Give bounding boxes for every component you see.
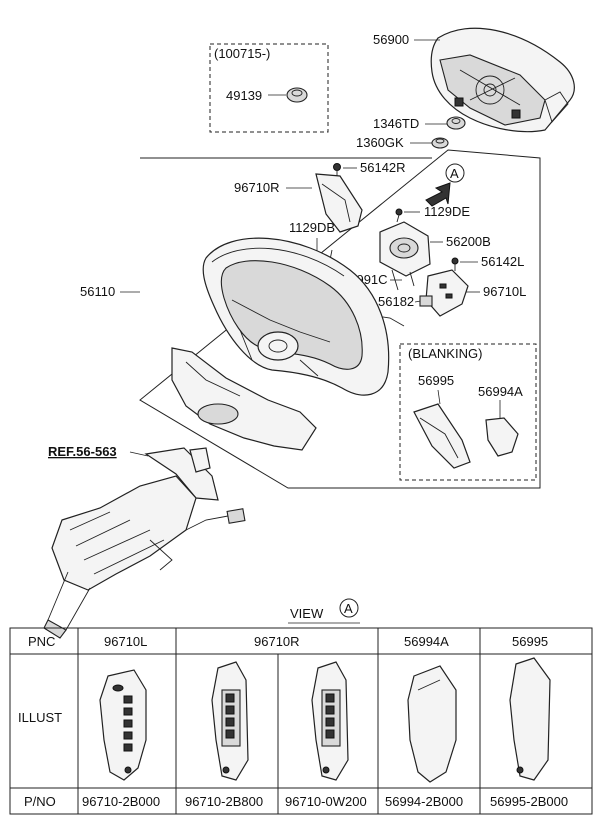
reference-label: REF.56-563 (48, 444, 117, 459)
part-number-cell: 96710-2B000 (82, 794, 160, 809)
nut-1360gk (431, 137, 449, 149)
view-label: VIEW (290, 606, 324, 621)
wheel-assembly-label: 56110 (80, 284, 115, 299)
lower-cover (171, 347, 317, 451)
view-a-marker: A (445, 163, 465, 183)
steering-wheel (202, 237, 390, 396)
blank-56994a-label: 56994A (478, 384, 523, 399)
parts-table (9, 627, 593, 815)
switch-96710r (315, 173, 363, 233)
part-number-cell: 96710-0W200 (285, 794, 367, 809)
nut-49139-label: 49139 (226, 88, 262, 103)
clock-spring (379, 221, 431, 291)
right-blank-icon (509, 657, 551, 781)
switch-96710l (425, 269, 469, 317)
right-switch-icon (211, 661, 249, 781)
screw-56142r-label: 56142R (360, 160, 406, 175)
view-header-letter: A (344, 601, 353, 616)
part-number-cell: 96710-2B800 (185, 794, 263, 809)
nut-1346td-label: 1346TD (373, 116, 419, 131)
bolt-1129db-label: 1129DB (289, 220, 335, 235)
pnc-cell: 96710R (254, 634, 300, 649)
blanking-box (399, 343, 537, 481)
variant-note-label: (100715-) (214, 46, 270, 61)
pnc-cell: 56995 (512, 634, 548, 649)
airbag-module-label: 56900 (373, 32, 409, 47)
harness-56182-label: 56182 (378, 294, 414, 309)
harness-connector (419, 295, 433, 307)
blank-56994a (485, 417, 519, 457)
switch-96710r-label: 96710R (234, 180, 280, 195)
variant-box (209, 43, 329, 133)
left-switch-icon (99, 669, 147, 781)
part-number-cell: 56995-2B000 (490, 794, 568, 809)
blanking-label: (BLANKING) (408, 346, 482, 361)
nut-1346td (446, 116, 466, 130)
view-header-marker (339, 598, 359, 618)
nut-49139 (286, 87, 308, 103)
screw-56142r (333, 163, 341, 178)
switch-96710l-label: 96710L (483, 284, 526, 299)
row-header-pnc: PNC (28, 634, 55, 649)
bolt-1129de-label: 1129DE (424, 204, 470, 219)
right-switch-icon (311, 661, 349, 781)
airbag-module (430, 27, 575, 133)
row-header-pno: P/NO (24, 794, 56, 809)
nut-1360gk-label: 1360GK (356, 135, 404, 150)
bolt-1129de (395, 208, 403, 223)
steering-column (43, 447, 246, 639)
left-blank-icon (407, 665, 457, 783)
view-arrow-icon (425, 182, 451, 207)
blank-56995 (413, 403, 471, 469)
screw-56142l-label: 56142L (481, 254, 524, 269)
pnc-cell: 56994A (404, 634, 449, 649)
row-header-illust: ILLUST (18, 710, 62, 725)
pnc-cell: 96710L (104, 634, 147, 649)
screw-56142l (451, 257, 459, 271)
part-number-cell: 56994-2B000 (385, 794, 463, 809)
blank-56995-label: 56995 (418, 373, 454, 388)
clock-spring-label: 56200B (446, 234, 491, 249)
svg-text:A: A (450, 166, 459, 181)
